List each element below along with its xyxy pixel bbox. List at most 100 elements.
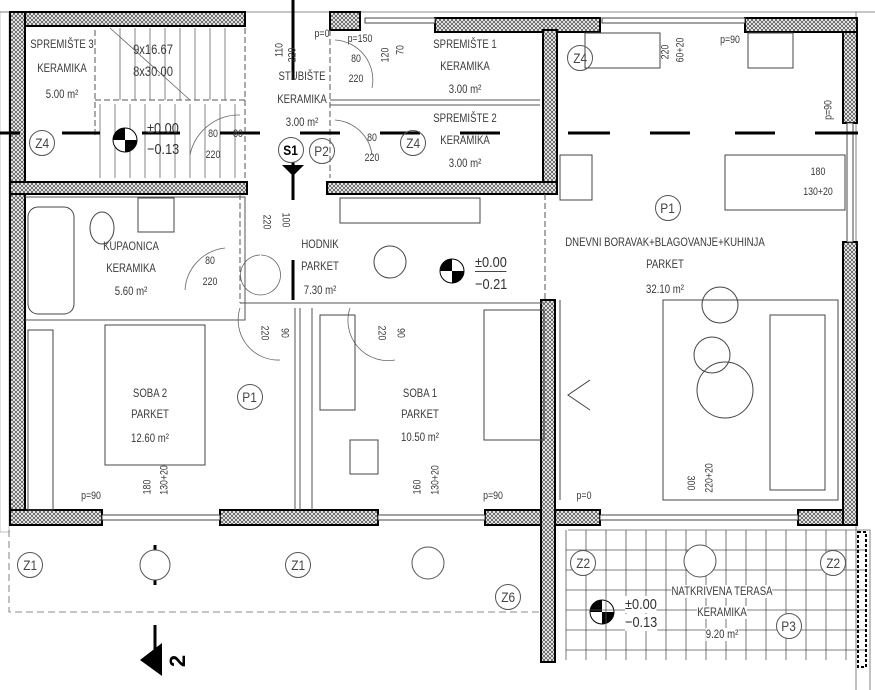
door-width: 220 xyxy=(258,325,271,341)
toilet xyxy=(89,211,115,245)
door-height: 100 xyxy=(279,212,292,228)
section-label: 2 xyxy=(165,654,191,668)
tag-z4: Z4 xyxy=(29,130,55,156)
tag-z1: Z1 xyxy=(285,552,311,578)
tag-z1: Z1 xyxy=(17,552,43,578)
room-area: 12.60 m² xyxy=(131,431,169,445)
door-height: 90 xyxy=(394,328,407,338)
room-name: KUPAONICA xyxy=(103,239,159,253)
tag-z4: Z4 xyxy=(567,45,593,71)
door-height: 220 xyxy=(202,276,218,288)
sink xyxy=(137,197,175,233)
parapet-height: p=0 xyxy=(576,490,592,502)
bathtub xyxy=(27,206,75,315)
room-floor: PARKET xyxy=(646,257,684,271)
room-floor: KERAMIKA xyxy=(440,133,490,147)
windows xyxy=(101,17,854,521)
window-height: 130+20 xyxy=(803,186,833,198)
cooktop xyxy=(747,32,794,69)
door-width: 80 xyxy=(351,53,361,65)
single-bed xyxy=(483,309,545,441)
tag-s1: S1 xyxy=(278,137,304,163)
room-area: 32.10 m² xyxy=(646,282,684,296)
wardrobe-hallway xyxy=(339,197,481,224)
door-height: 220 xyxy=(205,149,221,161)
room-area: 7.30 m² xyxy=(303,283,337,297)
room-floor: PARKET xyxy=(301,259,339,273)
door-width: 110 xyxy=(273,42,286,58)
window-height: 60+20 xyxy=(674,37,687,63)
railing xyxy=(857,531,867,668)
ground-hatch xyxy=(0,11,10,533)
window-width: 180 xyxy=(810,166,826,178)
door-width: 80 xyxy=(208,128,218,140)
terrace-tiles xyxy=(565,530,867,668)
room-floor: KERAMIKA xyxy=(697,605,747,619)
window-width: 180 xyxy=(141,479,154,495)
tag-z2: Z2 xyxy=(570,550,596,576)
furniture xyxy=(27,32,846,511)
window-width: 220 xyxy=(659,44,672,60)
tag-p1: P1 xyxy=(655,195,681,221)
room-name: SPREMIŠTE 3 xyxy=(30,37,94,51)
room-area: 10.50 m² xyxy=(401,430,439,444)
door-height: 220 xyxy=(364,152,380,164)
stair-steps: 8x30.00 xyxy=(133,63,173,79)
wardrobe-soba2 xyxy=(27,329,54,511)
window-height: 130+20 xyxy=(429,465,442,495)
parapet-height: p=90 xyxy=(822,100,835,120)
level-top: ±0.00 xyxy=(475,254,507,272)
door-width: 80 xyxy=(205,255,215,267)
door-height: 220 xyxy=(286,47,299,63)
room-floor: KERAMIKA xyxy=(440,59,490,73)
room-floor: PARKET xyxy=(131,407,169,421)
sofa-area xyxy=(662,299,839,501)
room-area: 9.20 m² xyxy=(705,627,739,641)
desk-chair xyxy=(349,439,379,475)
section-arrow-2 xyxy=(140,643,162,676)
parapet-height: p=150 xyxy=(347,33,373,45)
window-width: 160 xyxy=(411,479,424,495)
room-name: SOBA 2 xyxy=(132,386,168,400)
parapet-height: p=90 xyxy=(720,34,740,46)
armchair xyxy=(701,286,739,324)
room-area: 5.60 m² xyxy=(114,284,148,298)
room-floor: KERAMIKA xyxy=(277,92,327,106)
dining-table xyxy=(724,154,846,211)
dimension: 80 xyxy=(233,128,243,140)
fridge xyxy=(559,154,593,201)
tag-p1: P1 xyxy=(237,384,263,410)
room-name: SOBA 1 xyxy=(402,386,438,400)
door-width: 220 xyxy=(375,325,388,341)
parapet-height: p=90 xyxy=(81,490,101,502)
kitchen-sink xyxy=(584,32,661,69)
room-name: SPREMIŠTE 1 xyxy=(433,37,497,51)
room-name: NATKRIVENA TERASA xyxy=(671,584,773,598)
parapet-height: p=90 xyxy=(483,490,503,502)
level-bottom: −0.13 xyxy=(625,614,658,631)
dimension: 120 xyxy=(379,47,392,63)
room-floor: KERAMIKA xyxy=(106,261,156,275)
room-area: 3.00 m² xyxy=(448,82,482,96)
door-height: 220 xyxy=(348,73,364,85)
tag-p2: P2 xyxy=(309,138,335,164)
empty-tags xyxy=(139,544,717,581)
wardrobe-soba1 xyxy=(319,314,356,411)
room-area: 3.00 m² xyxy=(448,156,482,170)
door-width: 80 xyxy=(367,132,377,144)
level-bottom: −0.21 xyxy=(475,276,508,293)
tag-z2: Z2 xyxy=(820,550,846,576)
section-arrow-s1 xyxy=(282,165,304,176)
door-height: 90 xyxy=(278,328,291,338)
section-line xyxy=(0,0,858,670)
room-floor: KERAMIKA xyxy=(37,61,87,75)
window-height: 130+20 xyxy=(158,465,171,495)
walls xyxy=(9,11,858,663)
door-swings xyxy=(184,39,396,361)
level-top: ±0.00 xyxy=(625,596,657,613)
window-width: 300 xyxy=(684,475,697,491)
level-symbols xyxy=(112,127,615,625)
level-bottom: −0.13 xyxy=(147,141,180,158)
room-name: STUBIŠTE xyxy=(278,69,326,83)
